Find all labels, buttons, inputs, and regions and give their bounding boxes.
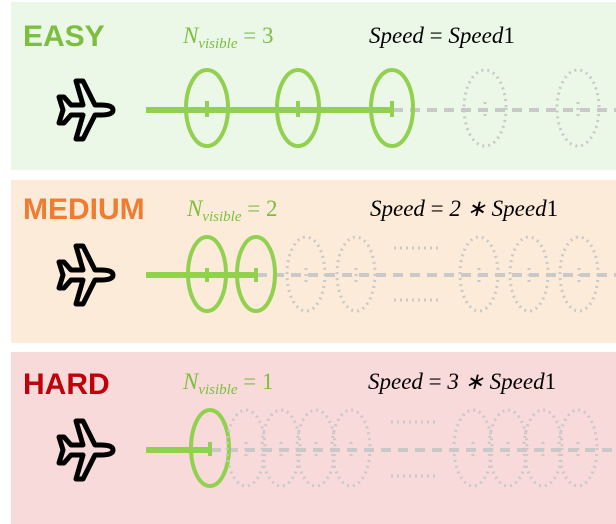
ellipsis-dots <box>391 420 436 478</box>
ghost-ring <box>462 68 508 148</box>
hard-n-visible: Nvisible = 1 <box>183 369 274 398</box>
ring <box>186 235 228 313</box>
hard-lane <box>56 408 616 488</box>
hidden-rings <box>462 68 601 148</box>
hard-level-label: HARD <box>23 368 110 401</box>
hard-speed: Speed = 3 ∗ Speed1 <box>368 369 557 394</box>
airplane-icon <box>56 418 116 482</box>
medium-speed: Speed = 2 ∗ Speed1 <box>370 196 559 221</box>
easy-lane <box>56 68 616 148</box>
visible-rings <box>186 235 277 313</box>
ghost-ring <box>260 408 302 488</box>
hidden-rings <box>285 235 600 313</box>
ghost-ring <box>285 235 327 313</box>
easy-speed: Speed = Speed1 <box>369 23 515 48</box>
airplane-icon <box>56 243 116 307</box>
ghost-ring <box>557 408 599 488</box>
medium-n-visible: Nvisible = 2 <box>187 196 278 225</box>
ghost-ring <box>335 235 377 313</box>
ghost-ring <box>558 235 600 313</box>
airplane-icon <box>56 78 116 142</box>
easy-level-label: EASY <box>23 20 105 53</box>
ellipsis-dots <box>394 246 439 302</box>
easy-n-visible: Nvisible = 3 <box>183 23 274 52</box>
ring <box>189 408 231 488</box>
hard-panel: HARD Nvisible = 1 Speed = 3 ∗ Speed1 <box>11 352 616 524</box>
visible-rings <box>184 68 415 148</box>
ghost-ring <box>508 235 550 313</box>
ghost-ring <box>452 408 494 488</box>
ghost-ring <box>295 408 337 488</box>
ring <box>275 68 321 148</box>
ring <box>184 68 230 148</box>
easy-panel: EASY Nvisible = 3 Speed = Speed1 <box>11 2 616 170</box>
ring <box>369 68 415 148</box>
ring <box>235 235 277 313</box>
ghost-ring <box>522 408 564 488</box>
ghost-ring <box>458 235 500 313</box>
ghost-ring <box>487 408 529 488</box>
ghost-ring <box>225 408 267 488</box>
hidden-rings <box>225 408 599 488</box>
visible-rings <box>189 408 231 488</box>
medium-lane <box>56 235 616 313</box>
ghost-ring <box>330 408 372 488</box>
ghost-ring <box>555 68 601 148</box>
medium-panel: MEDIUM Nvisible = 2 Speed = 2 ∗ Speed1 <box>11 180 616 343</box>
medium-level-label: MEDIUM <box>23 193 145 226</box>
